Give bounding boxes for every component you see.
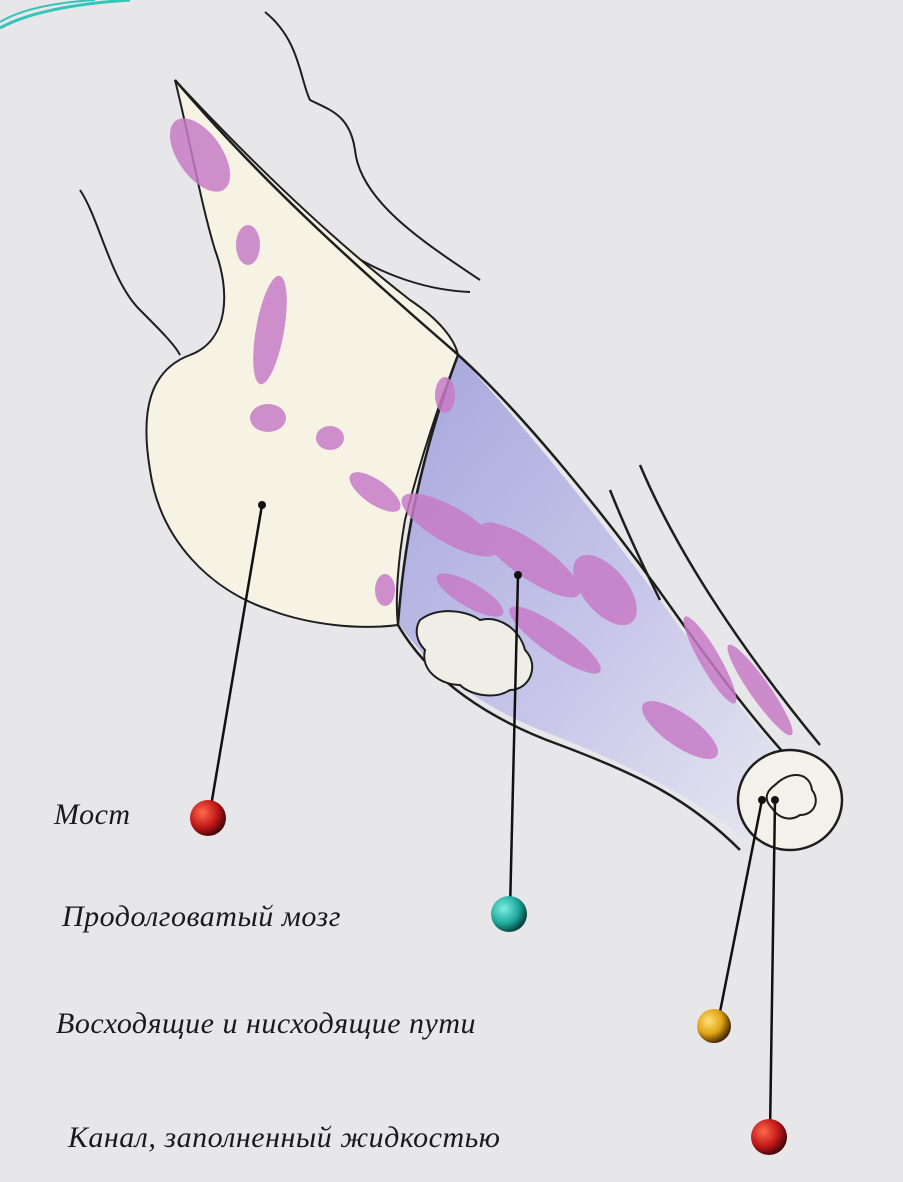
- spinal-cord-section: [738, 750, 842, 850]
- label-pons: Мост: [54, 798, 131, 832]
- label-canal: Канал, заполненный жидкостью: [68, 1121, 500, 1155]
- label-medulla: Продолговатый мозг: [62, 900, 341, 934]
- medulla-marker-icon: [491, 896, 527, 932]
- canal-marker-icon: [751, 1119, 787, 1155]
- label-tracts: Восходящие и нисходящие пути: [56, 1007, 476, 1041]
- tracts-marker-icon: [697, 1009, 731, 1043]
- pons-marker-icon: [190, 800, 226, 836]
